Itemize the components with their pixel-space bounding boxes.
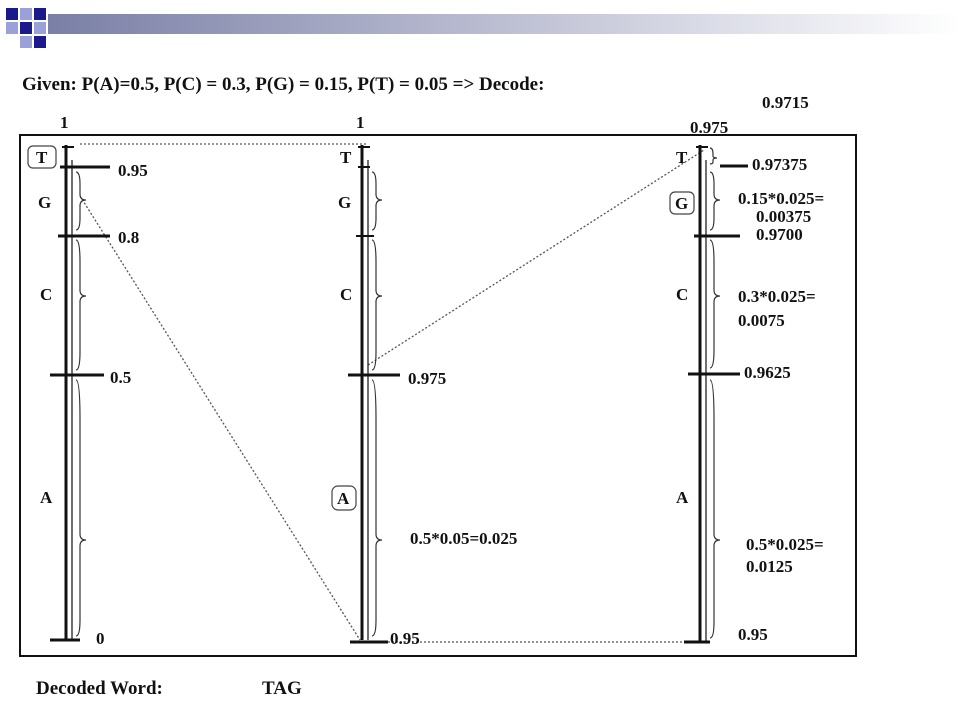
col3-tick-label-09625: 0.9625 xyxy=(744,363,791,382)
col1-tick-label-05: 0.5 xyxy=(110,368,131,387)
col3-annotation-g-1: 0.15*0.025= xyxy=(738,189,824,208)
col3-bottom-label: 0.95 xyxy=(738,625,768,644)
col3-annotation-a-2: 0.0125 xyxy=(746,557,793,576)
diagram-frame xyxy=(19,134,857,657)
col1-symbol-a: A xyxy=(40,488,53,507)
col1-tick-label-095: 0.95 xyxy=(118,161,148,180)
column-2: 1 T G C A 0.975 0.5*0.05=0.025 0.95 xyxy=(331,113,517,648)
col2-symbol-a-box xyxy=(331,485,357,511)
col3-top-label: 0.975 xyxy=(690,118,728,137)
column-3: 0.975 T G C A 0.97375 0.15*0.025= 0.0037… xyxy=(669,118,824,644)
col3-tick-label-09700: 0.9700 xyxy=(756,225,803,244)
col2-symbol-a: A xyxy=(337,489,350,508)
col3-symbol-g-box xyxy=(669,191,695,215)
col3-symbol-a: A xyxy=(676,488,689,507)
col2-symbol-g: G xyxy=(338,193,351,212)
col3-tick-label-097375: 0.97375 xyxy=(752,155,807,174)
col1-brace-icons xyxy=(75,171,87,637)
col1-symbol-t-box xyxy=(27,145,57,169)
col1-top-label: 1 xyxy=(60,113,69,132)
connector-lines xyxy=(79,143,705,643)
col2-top-label: 1 xyxy=(356,113,365,132)
col1-symbol-g: G xyxy=(38,193,51,212)
col2-bottom-label: 0.95 xyxy=(390,629,420,648)
col1-symbol-t: T xyxy=(36,148,48,167)
col3-brace-icons xyxy=(709,147,721,639)
col1-bottom-label: 0 xyxy=(96,629,105,648)
col1-tick-label-08: 0.8 xyxy=(118,228,139,247)
col2-symbol-c: C xyxy=(340,285,352,304)
col3-annotation-c-1: 0.3*0.025= xyxy=(738,287,816,306)
col2-annotation: 0.5*0.05=0.025 xyxy=(410,529,517,548)
header-gradient-bar xyxy=(48,14,960,34)
col3-annotation-g-2: 0.00375 xyxy=(756,207,811,226)
col3-symbol-t: T xyxy=(676,148,688,167)
col3-annotation-c-2: 0.0075 xyxy=(738,311,785,330)
slide-logo-icon xyxy=(6,8,46,48)
decode-value: 0.9715 xyxy=(762,93,809,112)
decoded-word-label: Decoded Word: xyxy=(36,678,163,699)
given-text: Given: P(A)=0.5, P(C) = 0.3, P(G) = 0.15… xyxy=(22,74,544,95)
decoded-word-value: TAG xyxy=(262,678,302,699)
col3-symbol-c: C xyxy=(676,285,688,304)
col3-symbol-g: G xyxy=(675,194,688,213)
col2-brace-icons xyxy=(371,171,383,637)
column-1: 1 T G C A 0.95 0.8 0.5 0 xyxy=(27,113,148,648)
col1-symbol-c: C xyxy=(40,285,52,304)
col2-symbol-t: T xyxy=(340,148,352,167)
col3-annotation-a-1: 0.5*0.025= xyxy=(746,535,824,554)
col2-tick-label-0975: 0.975 xyxy=(408,369,446,388)
